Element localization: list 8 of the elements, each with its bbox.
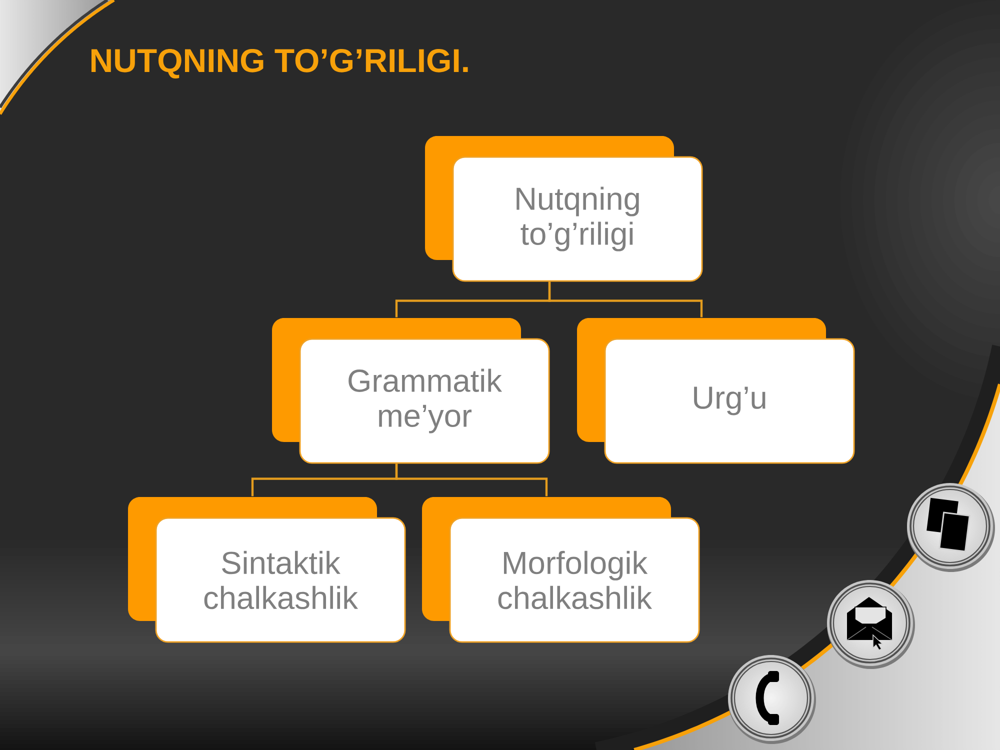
slide-title: NUTQNING TO’G’RILIGI. bbox=[91, 48, 468, 78]
org-chart-box: Nutqning to’g’riligi bbox=[425, 136, 703, 282]
connector-line bbox=[548, 282, 703, 318]
org-chart-box: Sintaktik chalkashlik bbox=[128, 497, 406, 643]
org-chart-box: Urg’u bbox=[577, 318, 855, 464]
org-chart-box: Grammatik me’yor bbox=[272, 318, 550, 464]
org-chart-box: Morfologik chalkashlik bbox=[422, 497, 700, 643]
connector-line bbox=[395, 464, 548, 496]
